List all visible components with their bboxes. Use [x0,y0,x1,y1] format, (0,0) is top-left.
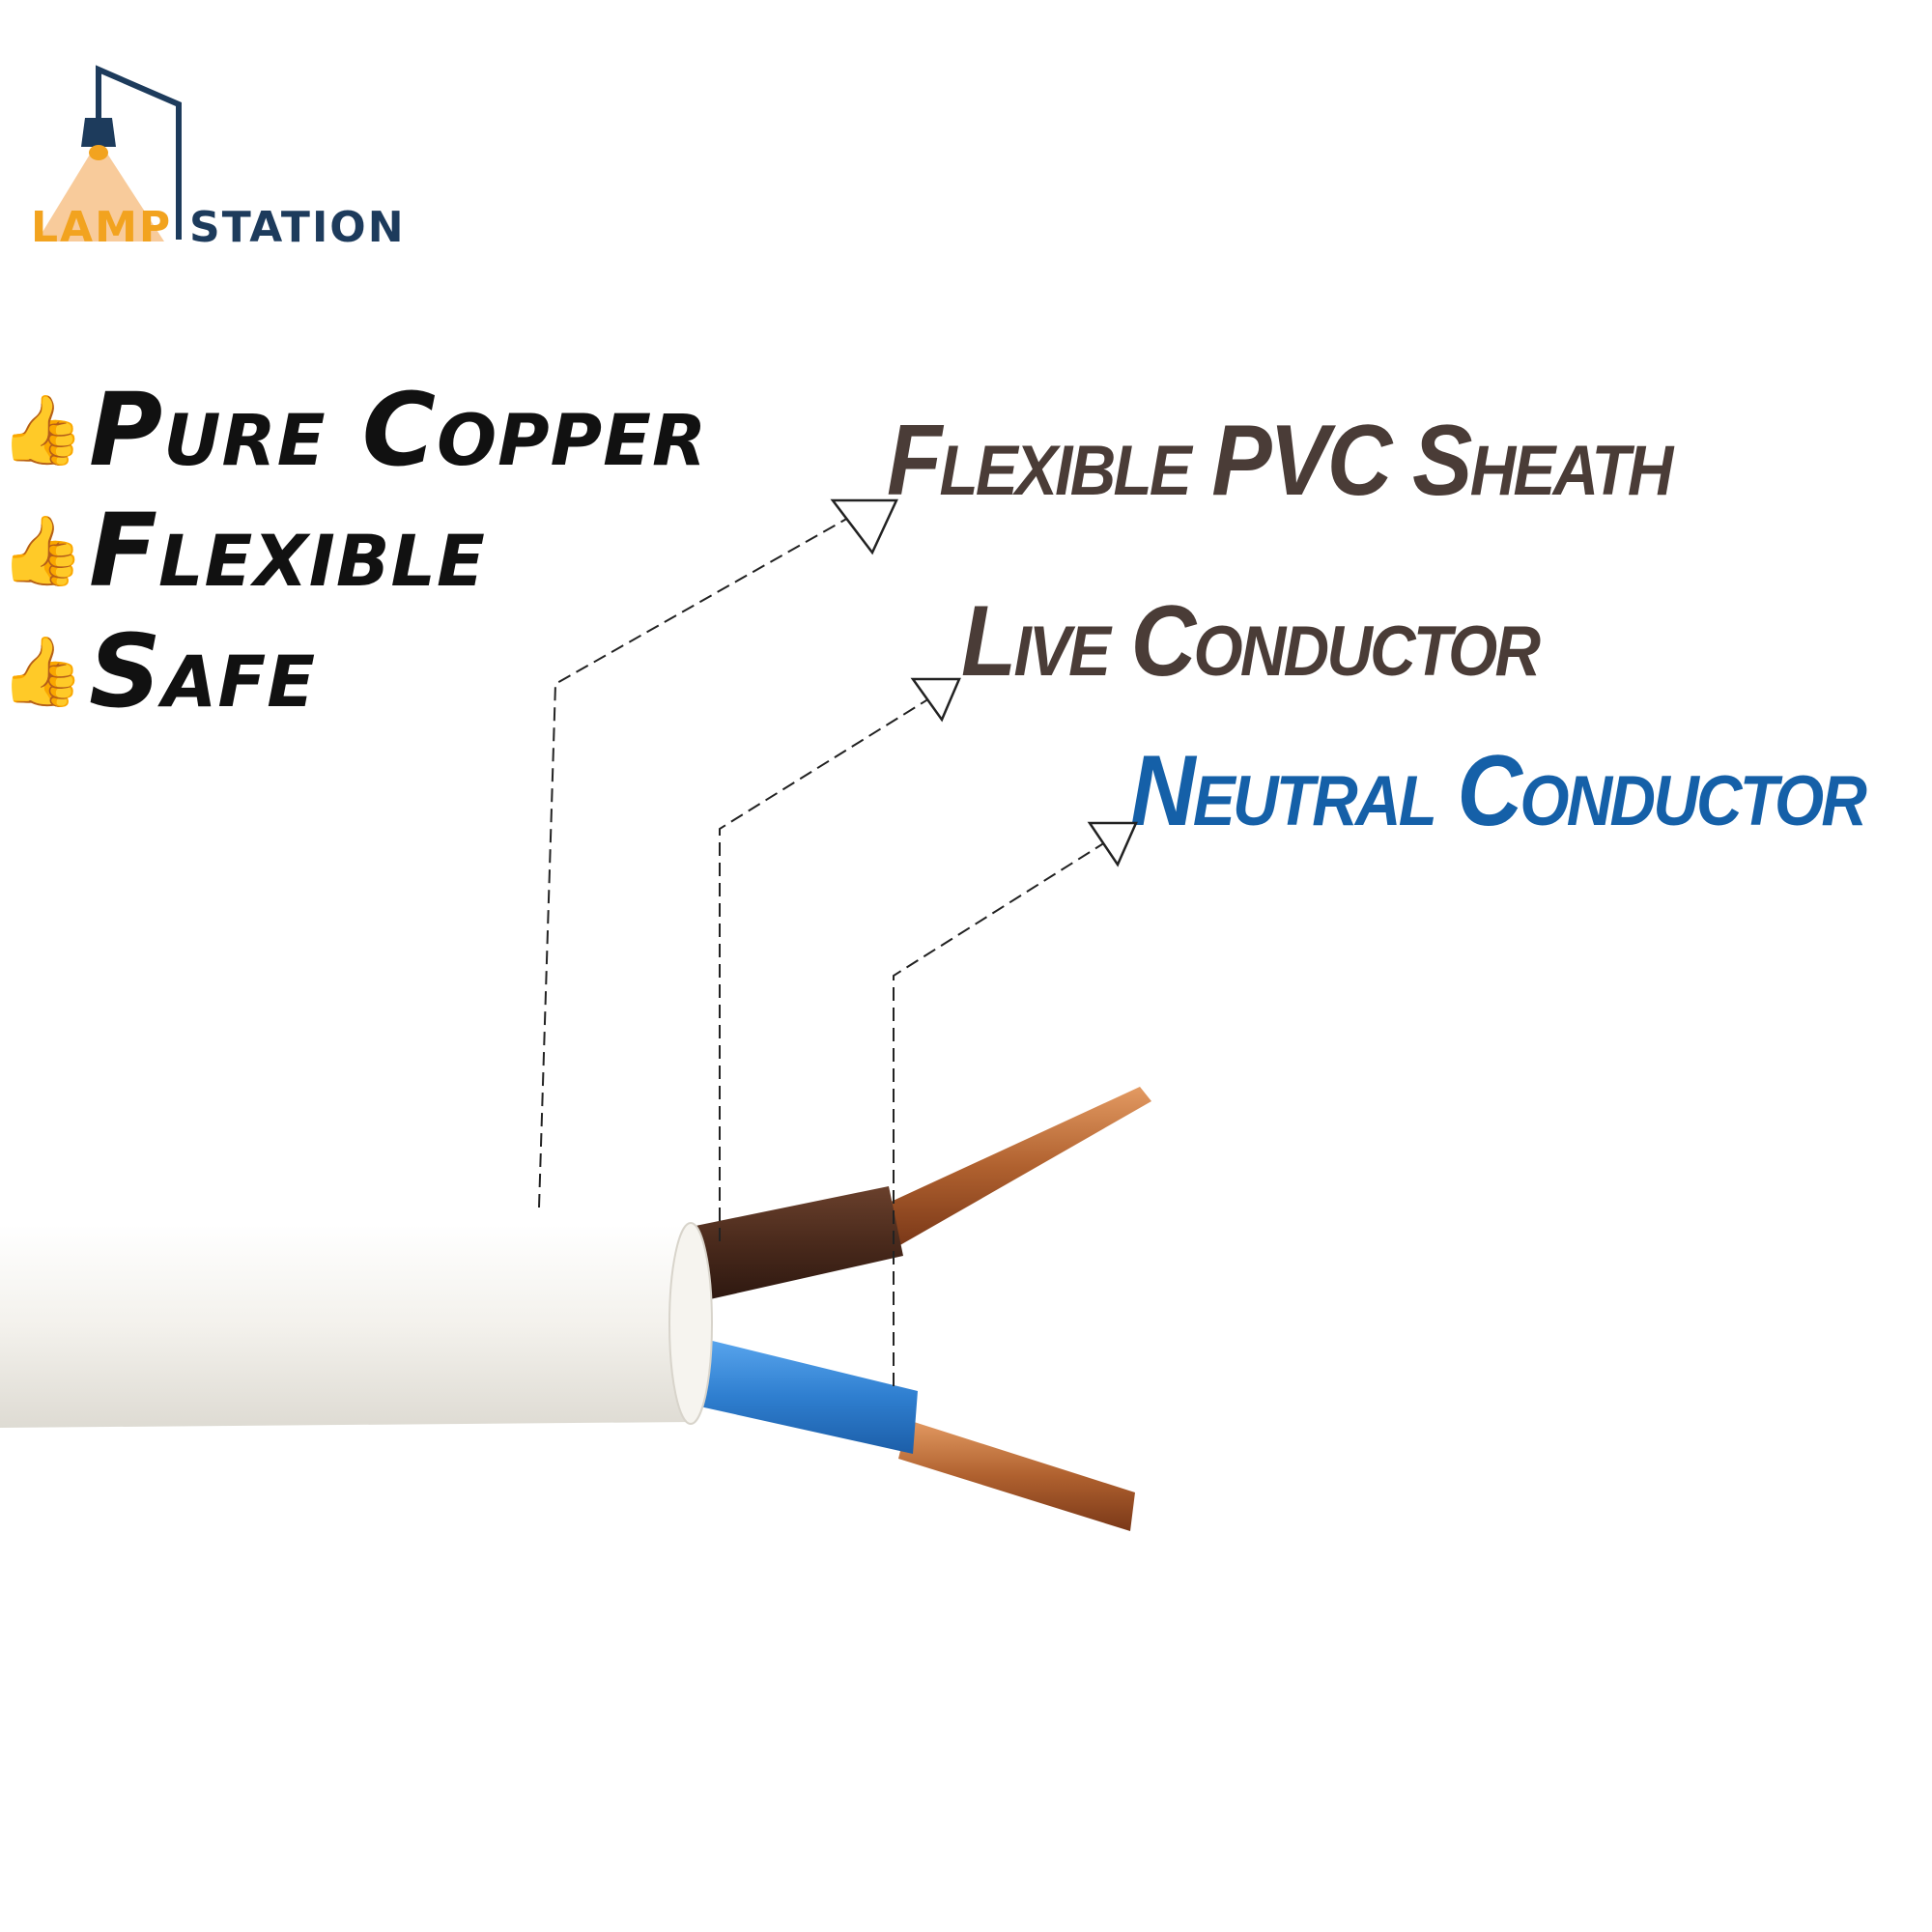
pvc-sheath [0,1225,708,1428]
logo-frame [96,65,182,240]
sheath-end-face [668,1222,713,1425]
feature-label: Flexible [89,492,486,610]
arrowhead-sheath [830,498,898,555]
feature-pure-copper: 👍 Pure Copper [0,371,707,489]
feature-label: Safe [89,612,317,730]
neutral-copper-strands [898,1420,1135,1531]
lamp-station-logo [37,65,182,242]
light-cone [37,140,164,242]
callout-live-conductor: Live Conductor [961,585,1541,697]
feature-flexible: 👍 Flexible [0,492,486,610]
leader-line-sheath [538,503,873,1208]
arrowhead-live [910,677,961,723]
thumbs-up-icon: 👍 [0,513,85,588]
logo-word-station: STATION [189,203,406,252]
live-copper-strands [889,1087,1151,1246]
thumbs-up-icon: 👍 [0,392,85,468]
logo-word-lamp: LAMP [31,203,173,252]
lamp-bulb-icon [89,145,108,160]
lamp-shade-icon [81,118,116,147]
arrowhead-neutral [1087,821,1138,867]
callout-pvc-sheath: Flexible PVC Sheath [887,405,1673,517]
feature-safe: 👍 Safe [0,612,316,730]
thumbs-up-icon: 👍 [0,634,85,709]
neutral-insulation [696,1338,918,1454]
leader-line-live [719,687,948,1241]
live-insulation [691,1186,903,1299]
callout-neutral-conductor: Neutral Conductor [1130,735,1867,847]
leader-line-neutral [893,832,1122,1386]
feature-label: Pure Copper [89,371,708,489]
